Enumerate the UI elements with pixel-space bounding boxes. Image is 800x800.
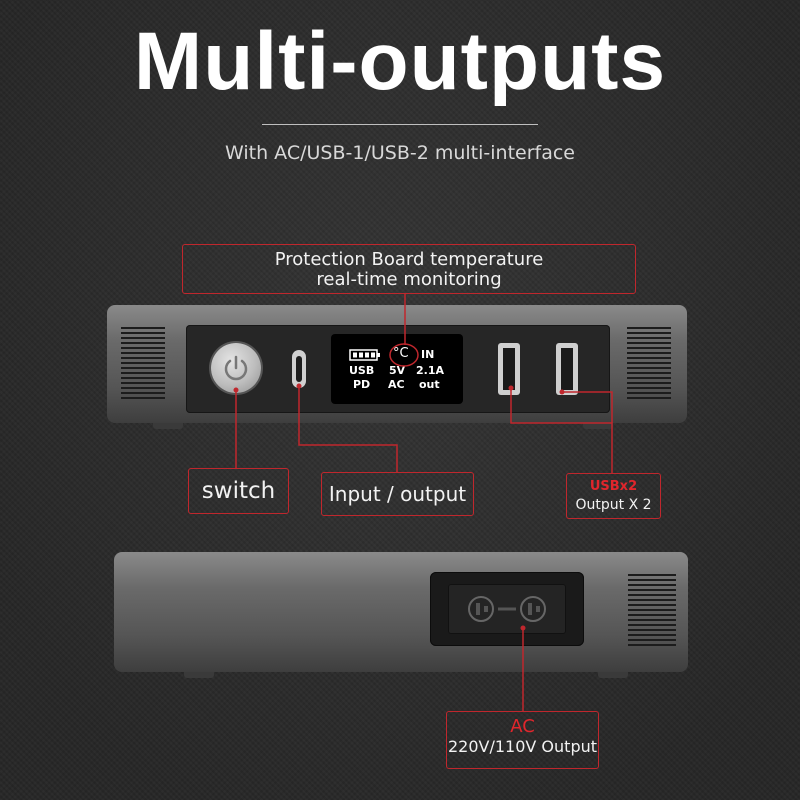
display-ac: AC — [388, 378, 405, 391]
callout-ac: AC 220V/110V Output — [446, 711, 599, 769]
callout-protection-board: Protection Board temperature real-time m… — [182, 244, 636, 294]
display-in: IN — [421, 348, 435, 361]
device-foot-2-left — [184, 672, 214, 678]
display-pd: PD — [353, 378, 371, 391]
device-foot-left — [153, 423, 183, 429]
callout-ac-title: AC — [510, 716, 535, 737]
callout-protection-line2: real-time monitoring — [316, 269, 502, 290]
device-casing-2 — [114, 552, 688, 672]
callout-switch: switch — [188, 468, 289, 514]
left-vent — [121, 327, 165, 402]
device-foot-right — [583, 423, 613, 429]
device-foot-2-right — [598, 672, 628, 678]
display-out: out — [419, 378, 440, 391]
oled-display: °C IN USB 5V 2.1A PD AC out — [331, 334, 463, 404]
power-icon — [224, 355, 248, 381]
callout-usb-label: Output X 2 — [575, 497, 652, 513]
callout-input-output: Input / output — [321, 472, 474, 516]
battery-icon — [349, 349, 380, 361]
power-button[interactable] — [211, 343, 261, 393]
side-vent — [628, 574, 676, 649]
callout-ac-label: 220V/110V Output — [447, 737, 598, 756]
usb-a-port-2 — [556, 343, 578, 395]
title-divider — [262, 124, 538, 125]
temperature-unit: °C — [393, 346, 409, 361]
usb-c-port — [292, 350, 306, 388]
page-title: Multi-outputs — [133, 16, 667, 107]
callout-usb: USBx2 Output X 2 — [566, 473, 661, 519]
callout-protection-line1: Protection Board temperature — [274, 249, 544, 270]
display-usb: USB — [349, 364, 375, 377]
usb-a-port-1 — [498, 343, 520, 395]
display-voltage: 5V — [389, 364, 406, 377]
ac-socket-face — [448, 584, 566, 634]
right-vent — [627, 327, 671, 402]
ac-outlet-icon — [468, 596, 546, 622]
power-station-side — [114, 552, 688, 678]
page-subtitle: With AC/USB-1/USB-2 multi-interface — [225, 142, 575, 164]
callout-usb-title: USBx2 — [589, 479, 638, 494]
display-current: 2.1A — [416, 364, 444, 377]
